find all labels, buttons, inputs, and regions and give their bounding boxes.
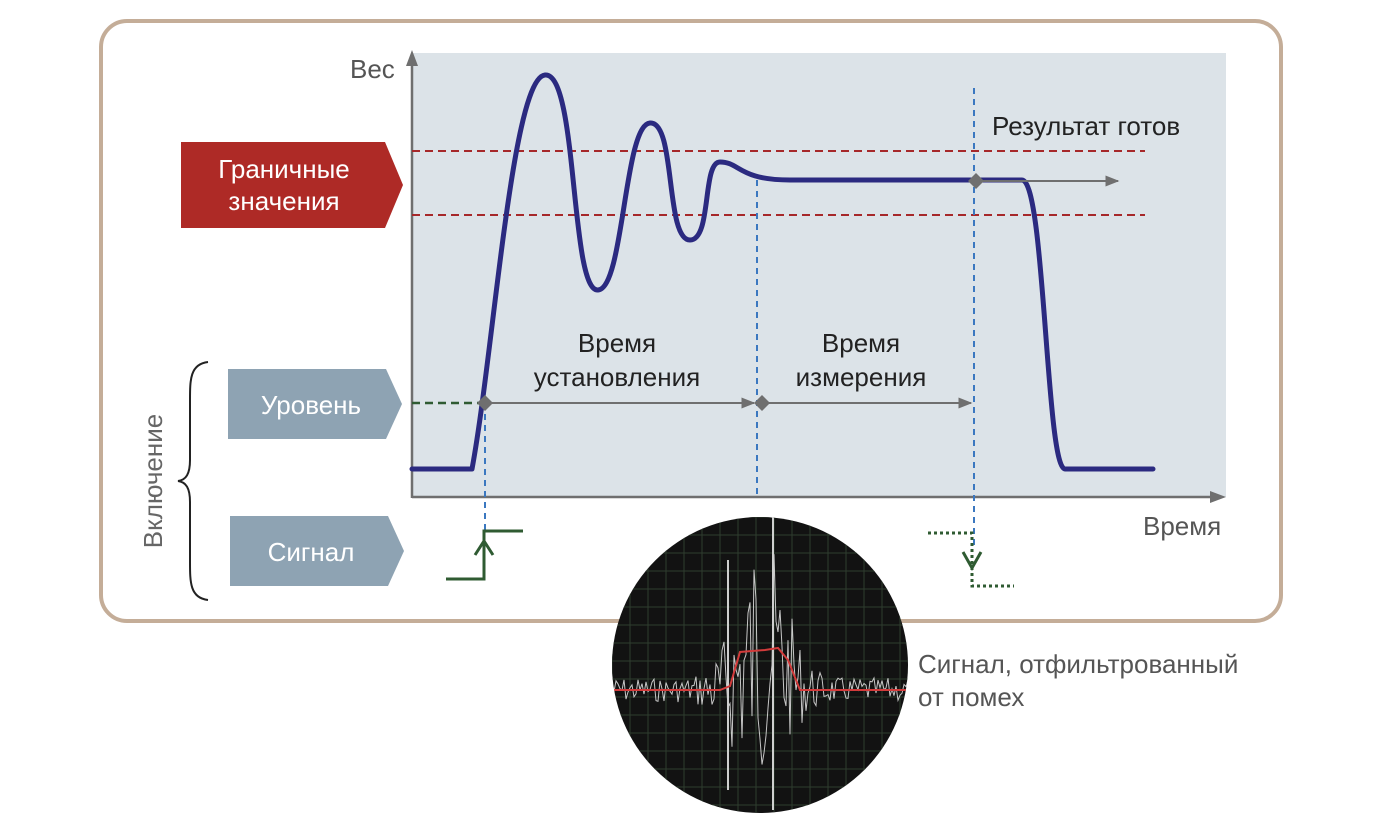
filtered-signal-label-1: Сигнал, отфильтрованный [918, 649, 1238, 679]
plot-area [412, 53, 1226, 497]
filtered-signal-label-2: от помех [918, 682, 1024, 712]
limit-lines [412, 150, 1145, 216]
measure-time-label-1: Время [822, 328, 900, 358]
end-signal-arrow [961, 551, 983, 572]
time-markers [484, 88, 975, 545]
switching-label: Включение [138, 414, 168, 548]
signal-label: Сигнал [268, 537, 355, 567]
level-label: Уровень [261, 390, 361, 420]
event-points [477, 173, 984, 411]
level-box [228, 369, 402, 439]
limits-label-2: значения [228, 186, 339, 216]
switching-brace [177, 361, 209, 601]
measure-time-label-2: измерения [796, 362, 927, 392]
x-axis-label: Время [1143, 511, 1221, 541]
axes [406, 50, 1226, 503]
settling-time-label-2: установления [534, 362, 700, 392]
result-ready-label: Результат готов [992, 111, 1180, 141]
settling-time-label-1: Время [578, 328, 656, 358]
y-axis-label: Вес [350, 54, 395, 84]
limits-box [181, 142, 403, 228]
filtered-trace [612, 646, 908, 691]
oscilloscope-view [612, 517, 908, 813]
limits-label-1: Граничные [218, 154, 349, 184]
signal-box [230, 516, 404, 586]
start-signal [446, 529, 523, 581]
